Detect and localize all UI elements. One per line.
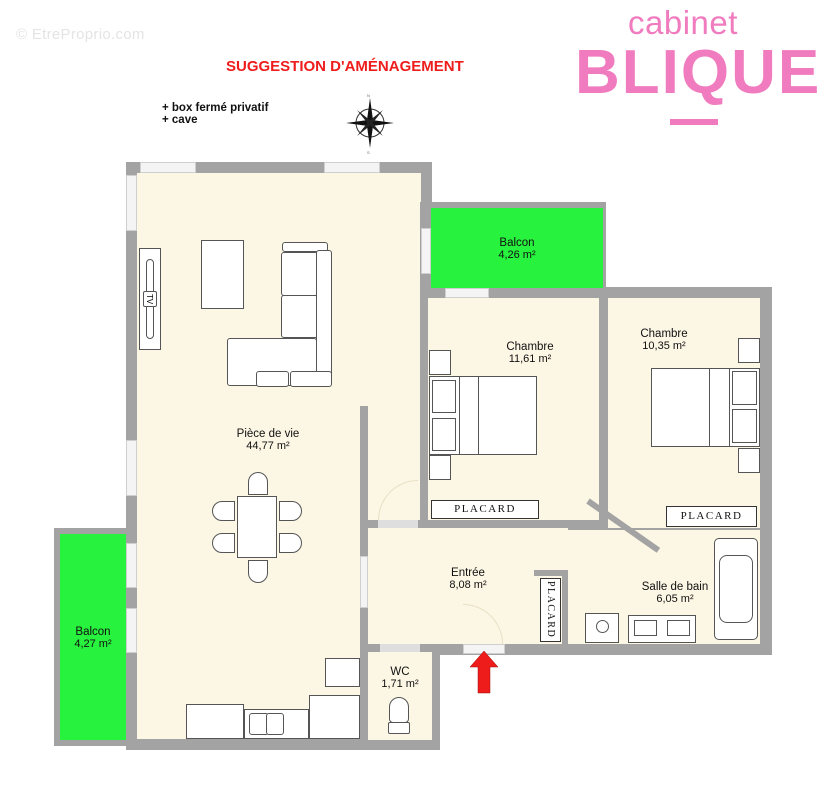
extras-list: + box fermé privatif + cave bbox=[162, 102, 268, 126]
window bbox=[324, 162, 380, 173]
door-wc[interactable] bbox=[380, 644, 420, 652]
plan-title: SUGGESTION D'AMÉNAGEMENT bbox=[226, 58, 464, 75]
extra-box: + box fermé privatif bbox=[162, 102, 269, 114]
logo-cabinet: cabinet bbox=[628, 4, 738, 41]
entrance-arrow-icon bbox=[469, 650, 499, 694]
window bbox=[126, 175, 137, 231]
nightstand bbox=[429, 350, 451, 375]
sofa-seat bbox=[281, 295, 318, 338]
bathtub-basin bbox=[719, 555, 753, 623]
balcony-left bbox=[60, 534, 126, 740]
balcony-door[interactable] bbox=[126, 543, 137, 588]
entry-wall-stub bbox=[534, 570, 566, 576]
kitchen-counter bbox=[186, 704, 244, 739]
sink-bowl bbox=[266, 713, 284, 735]
extra-cave: + cave bbox=[162, 114, 198, 126]
toilet bbox=[389, 697, 409, 723]
svg-text:N: N bbox=[367, 93, 370, 98]
basin bbox=[667, 620, 690, 636]
watermark: © EtreProprio.com bbox=[16, 26, 145, 43]
kitchen-corner bbox=[309, 695, 360, 739]
room-bathroom: Salle de bain 6,05 m² bbox=[641, 581, 709, 605]
nightstand bbox=[738, 448, 760, 473]
svg-text:S: S bbox=[367, 150, 370, 154]
nightstand bbox=[429, 455, 451, 480]
placard-bedroom-2[interactable]: PLACARD bbox=[666, 506, 757, 527]
basin bbox=[634, 620, 657, 636]
toilet-tank bbox=[388, 722, 410, 734]
entry-floor-left bbox=[368, 528, 428, 644]
sofa-arm bbox=[316, 250, 332, 386]
room-entry: Entrée 8,08 m² bbox=[449, 567, 487, 591]
room-wc: WC 1,71 m² bbox=[381, 666, 419, 690]
window bbox=[445, 288, 489, 298]
nightstand bbox=[738, 338, 760, 363]
sofa-cushion bbox=[256, 371, 289, 387]
bedroom-divider bbox=[599, 298, 608, 494]
placard-entry[interactable]: PLACARD bbox=[540, 578, 561, 642]
window bbox=[360, 556, 368, 608]
bathroom-wall bbox=[562, 570, 568, 646]
chair bbox=[212, 501, 235, 521]
placard-bedroom-1[interactable]: PLACARD bbox=[431, 500, 539, 519]
fridge bbox=[325, 658, 360, 687]
pillow bbox=[432, 380, 456, 413]
pillow bbox=[732, 409, 757, 443]
window bbox=[140, 162, 196, 173]
tv-label: TV bbox=[143, 291, 157, 307]
bed-sheet bbox=[709, 368, 730, 447]
chair bbox=[248, 560, 268, 583]
room-balcony-top: Balcon 4,26 m² bbox=[498, 237, 536, 261]
pillow bbox=[732, 371, 757, 405]
coffee-table bbox=[201, 240, 244, 309]
window bbox=[126, 440, 137, 496]
pillow bbox=[432, 418, 456, 451]
sofa-seat bbox=[281, 252, 318, 296]
logo-blique: BLIQUE bbox=[575, 38, 822, 107]
chair bbox=[212, 533, 235, 553]
room-bedroom-2: Chambre 10,35 m² bbox=[640, 328, 688, 352]
logo-underline bbox=[670, 119, 718, 125]
sofa-back bbox=[282, 242, 328, 252]
balcony-door[interactable] bbox=[126, 608, 137, 653]
shower-drain bbox=[596, 620, 609, 633]
chair bbox=[279, 501, 302, 521]
sofa-cushion bbox=[290, 371, 332, 387]
dining-table bbox=[237, 496, 277, 558]
room-living: Pièce de vie 44,77 m² bbox=[236, 428, 300, 452]
chair bbox=[279, 533, 302, 553]
balcony-top bbox=[431, 208, 603, 288]
door-bedroom1[interactable] bbox=[378, 520, 418, 528]
room-balcony-left: Balcon 4,27 m² bbox=[74, 626, 112, 650]
chair bbox=[248, 472, 268, 495]
compass-rose-icon: N S bbox=[346, 93, 394, 154]
room-bedroom-1: Chambre 11,61 m² bbox=[506, 341, 554, 365]
bed-sheet bbox=[459, 376, 479, 455]
balcony-top-door[interactable] bbox=[421, 228, 431, 274]
bedroom-bottom-wall bbox=[360, 520, 598, 528]
